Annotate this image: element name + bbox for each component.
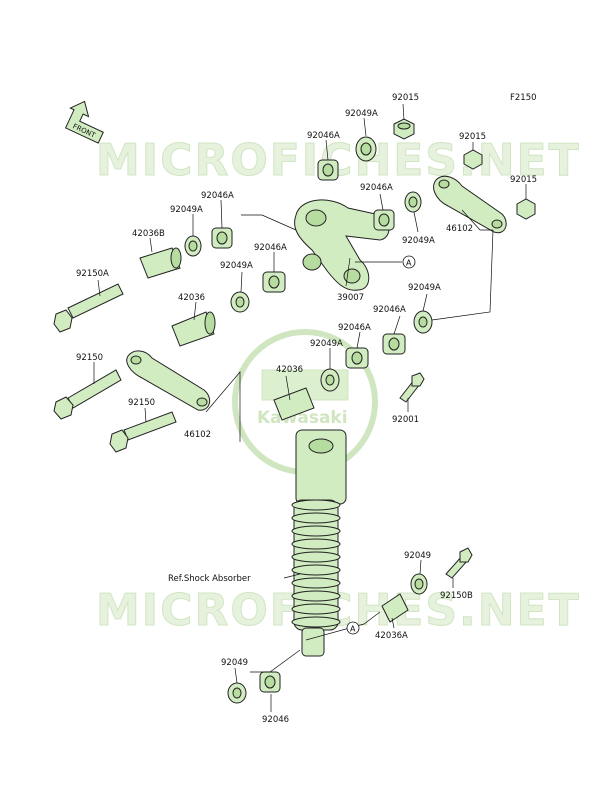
label-42036: 42036 — [178, 293, 205, 303]
collar-42036-shock — [273, 387, 315, 421]
bolt-92001 — [399, 372, 425, 403]
collar-42036B — [139, 247, 182, 279]
bearing-92046-bottom — [259, 671, 281, 693]
bearing-92046A-center — [262, 271, 286, 293]
washer-92049A-link — [413, 310, 433, 334]
label-92150-b: 92150 — [128, 398, 155, 408]
rocker-arm-39007 — [294, 199, 390, 291]
label-92150B: 92150B — [440, 591, 473, 601]
washer-92049A-shock — [320, 368, 340, 392]
shock-spring — [291, 499, 341, 628]
label-92015-top: 92015 — [392, 93, 419, 103]
label-92015-mid: 92015 — [459, 132, 486, 142]
label-92049A-top: 92049A — [345, 109, 378, 119]
label-92049-bottom: 92049 — [221, 658, 248, 668]
svg-text:A: A — [350, 625, 356, 634]
label-92046A-lower: 92046A — [254, 243, 287, 253]
label-42036-shock: 42036 — [276, 365, 303, 375]
bolt-92150A — [53, 283, 124, 333]
washer-92049A-top — [355, 136, 377, 162]
label-92049A-left: 92049A — [170, 205, 203, 215]
washer-92049-right — [410, 573, 428, 595]
label-92046A-shock: 92046A — [338, 323, 371, 333]
watermark-top: MICROFICHES.NET — [96, 135, 581, 186]
callout-a-top: A — [402, 255, 416, 269]
label-92049A-right: 92049A — [402, 236, 435, 246]
bearing-92046A-left — [211, 227, 233, 249]
link-46102-left — [126, 350, 211, 411]
label-92049A-shock: 92049A — [310, 339, 343, 349]
label-92001: 92001 — [392, 415, 419, 425]
callout-a-bottom: A — [346, 621, 360, 635]
washer-92049A-left — [184, 235, 202, 257]
label-92049A-link: 92049A — [408, 283, 441, 293]
part-labels: 92015 92049A 92046A 92015 92015 92046A 9… — [76, 93, 537, 725]
label-92049A-lower: 92049A — [220, 261, 253, 271]
washer-92049A-center — [230, 291, 250, 313]
bearing-92046A-link — [382, 333, 406, 355]
collar-42036A — [381, 593, 409, 623]
link-46102-right — [433, 175, 507, 234]
washer-92049A-right — [404, 191, 422, 213]
label-42036A: 42036A — [375, 631, 408, 641]
label-39007: 39007 — [337, 293, 364, 303]
label-92046-bottom: 92046 — [262, 715, 289, 725]
shock-absorber — [291, 429, 347, 657]
label-92046A-top: 92046A — [307, 131, 340, 141]
bolt-92150-b — [109, 411, 177, 453]
svg-text:A: A — [406, 259, 412, 268]
washer-92049-bottom — [227, 682, 247, 704]
label-92015-right: 92015 — [510, 175, 537, 185]
label-92049-right: 92049 — [404, 551, 431, 561]
label-ref-shock: Ref.Shock Absorber — [168, 574, 251, 584]
bolt-92150B — [445, 547, 473, 579]
bolt-92150-a — [53, 369, 122, 420]
label-92150A: 92150A — [76, 269, 109, 279]
collar-42036 — [171, 311, 216, 347]
bearing-92046A-right — [373, 209, 395, 231]
leader-lines — [93, 103, 527, 712]
figure-code: F2150 — [510, 93, 537, 103]
label-92150-a: 92150 — [76, 353, 103, 363]
bearing-92046A-top — [317, 159, 339, 181]
label-92046A-center: 92046A — [360, 183, 393, 193]
label-92046A-left: 92046A — [201, 191, 234, 201]
nut-92015-right — [516, 198, 536, 220]
bearing-92046A-shock — [345, 347, 369, 369]
nut-92015-top — [393, 118, 415, 140]
label-46102-right: 46102 — [446, 224, 473, 234]
label-42036B: 42036B — [132, 229, 165, 239]
label-92046A-link: 92046A — [373, 305, 406, 315]
label-46102-left: 46102 — [184, 430, 211, 440]
